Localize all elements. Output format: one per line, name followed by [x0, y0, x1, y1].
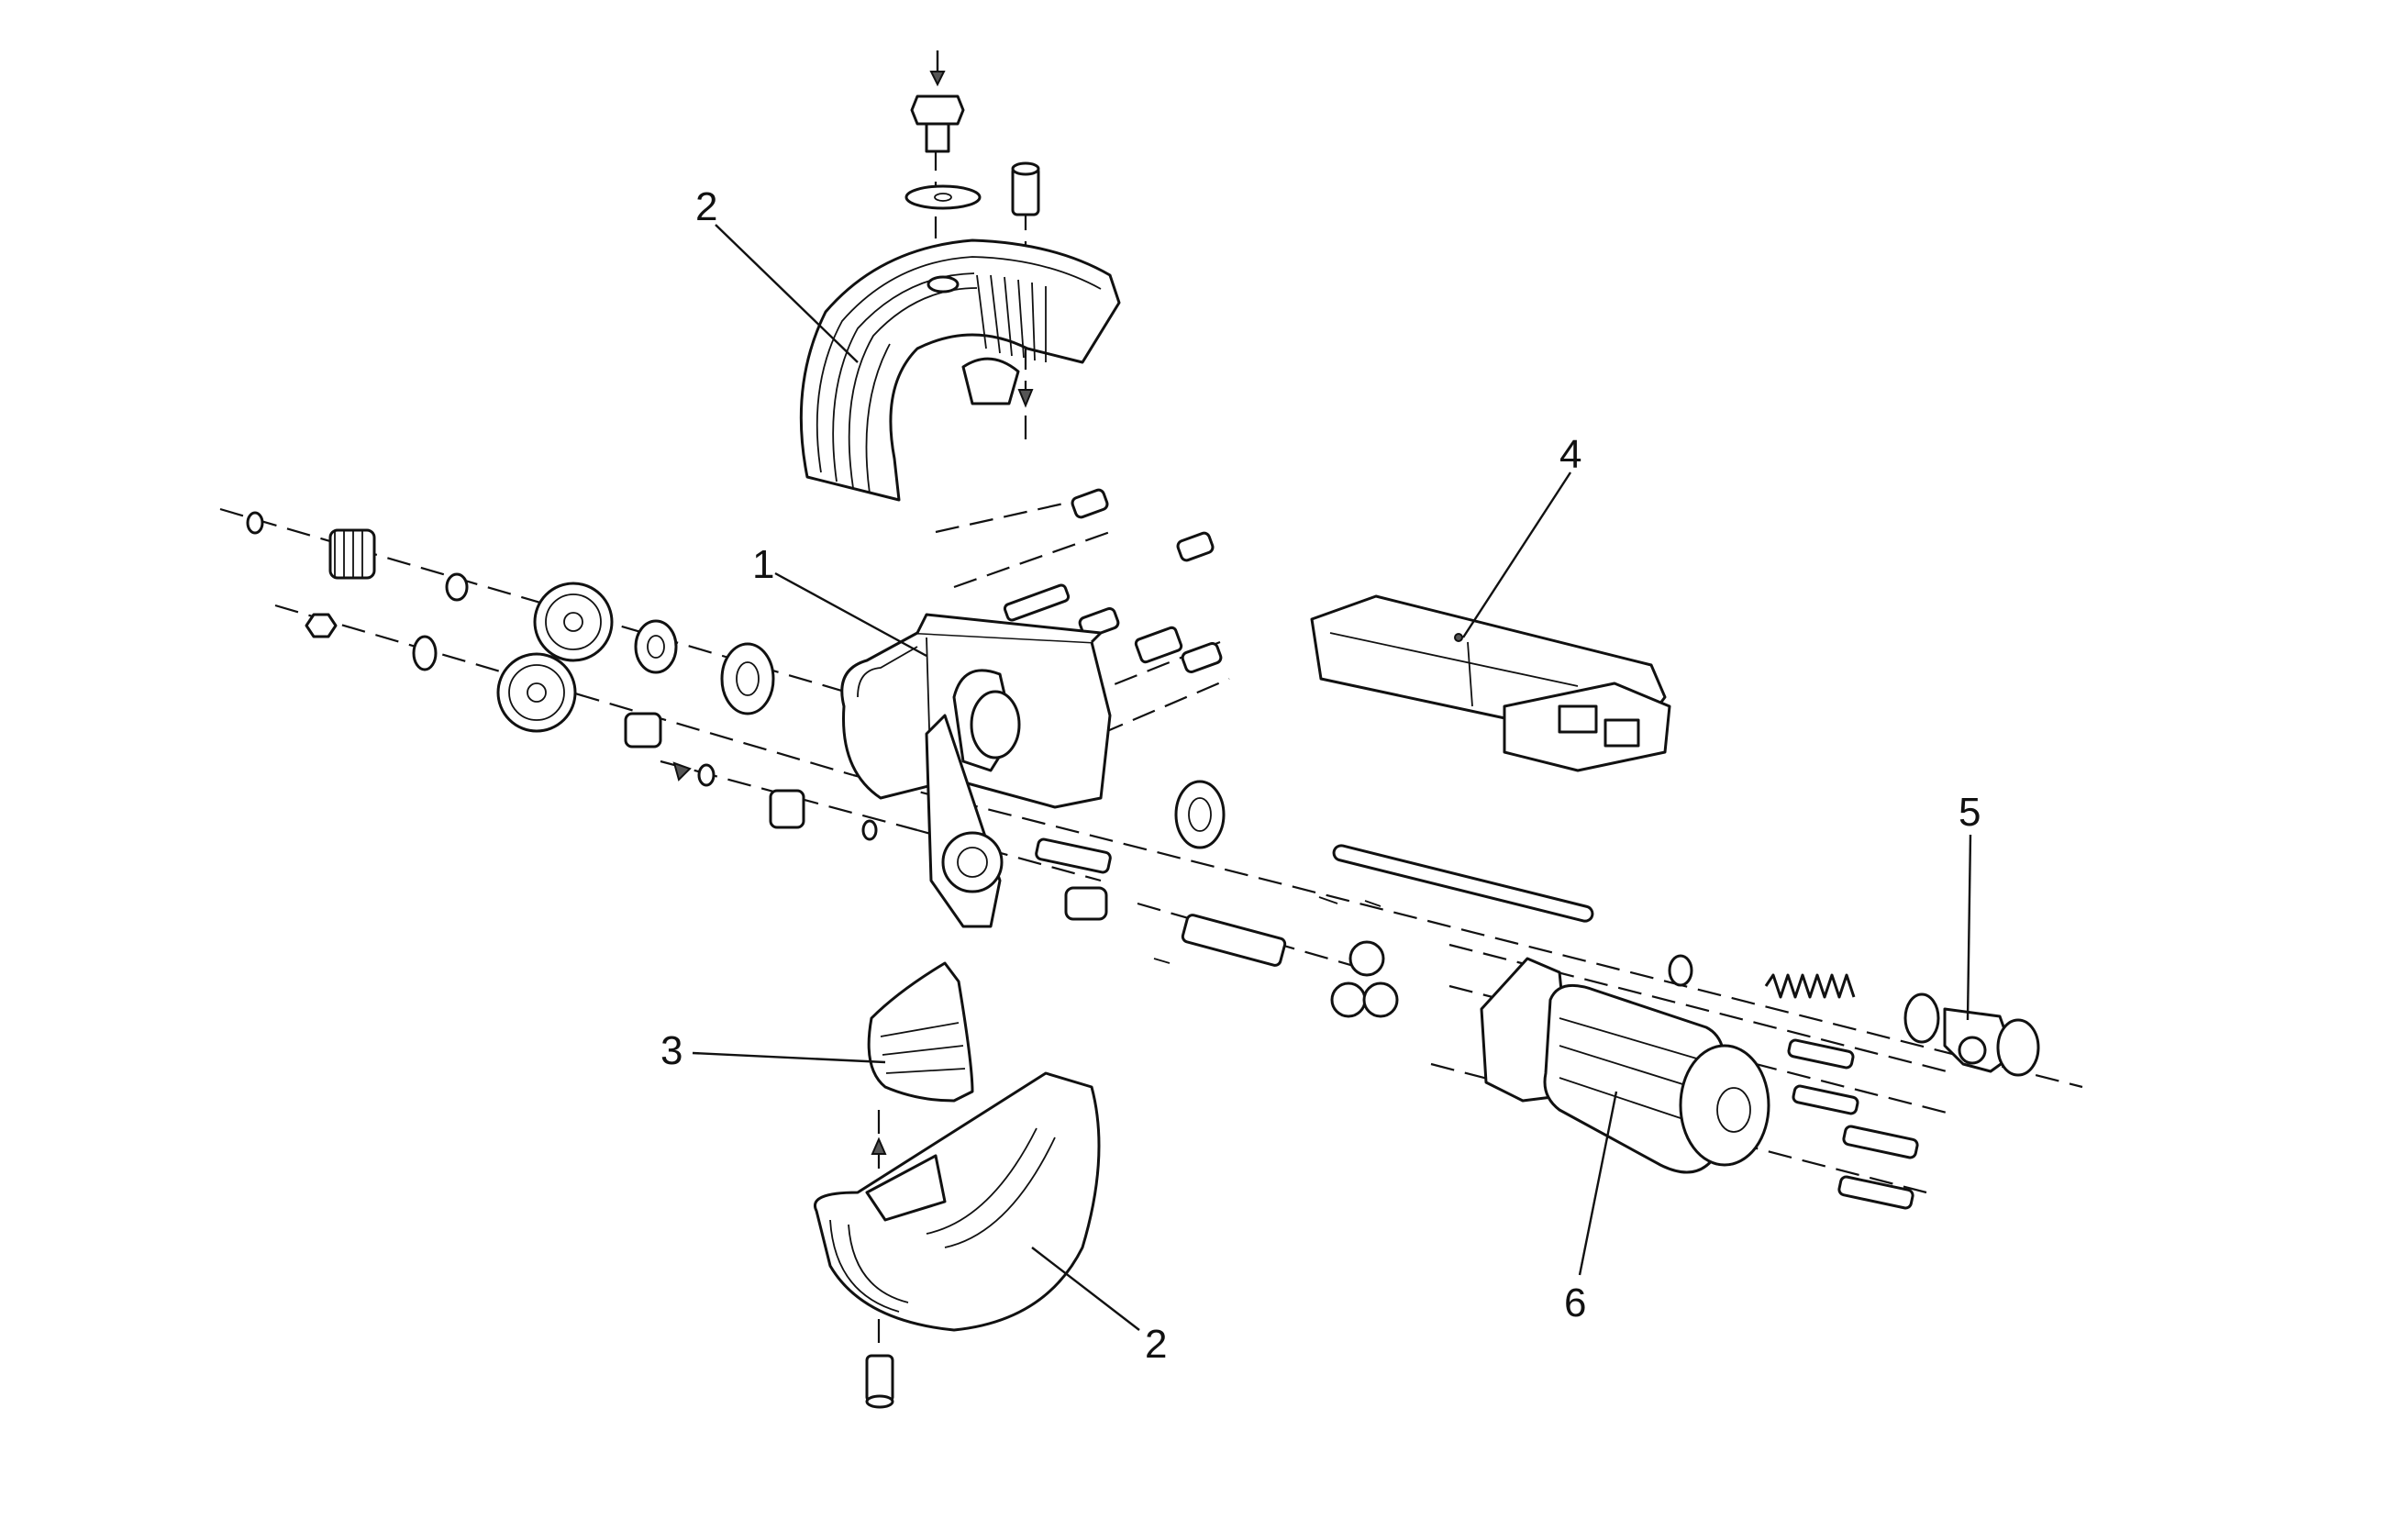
- callout-2-lower: 2: [1145, 1322, 1167, 1367]
- part-2-upper-shell: [799, 238, 1121, 502]
- callout-6: 6: [1564, 1281, 1586, 1325]
- callout-labels: 2 4 1 5 3 6 2: [660, 184, 1981, 1367]
- circlip-3: [697, 763, 716, 787]
- drive-gear-train: [246, 511, 878, 841]
- washer: [904, 184, 982, 210]
- circlip-4: [861, 819, 878, 841]
- callout-2-upper: 2: [695, 184, 717, 229]
- part-2-lower-shell: [814, 1071, 1101, 1409]
- part-3-liner: [867, 961, 974, 1103]
- coupling-bearing: [1903, 992, 1940, 1044]
- part-5-coupling: [1903, 992, 2040, 1077]
- part-1-gear-housing: [840, 613, 1112, 928]
- bushing-1: [634, 619, 678, 674]
- pinion-gear-2: [769, 789, 805, 829]
- middle-axle-parts: [1153, 780, 1856, 1018]
- part-6-motor: [1480, 957, 1919, 1210]
- hex-bolt-head: [910, 94, 965, 126]
- circlip-5: [1668, 954, 1693, 987]
- callout-leaders: [692, 224, 1972, 1331]
- idler-gear-3: [1362, 981, 1399, 1018]
- shift-fork: [1181, 914, 1287, 967]
- coupling-gear: [1996, 1018, 2040, 1077]
- sleeve-1: [624, 712, 662, 748]
- callout-5: 5: [1959, 790, 1981, 835]
- drive-shaft: [1332, 844, 1594, 923]
- callout-1: 1: [752, 542, 774, 587]
- callout-3: 3: [660, 1028, 682, 1073]
- idler-gear-2: [1330, 981, 1367, 1018]
- circlip-1: [246, 511, 264, 535]
- hex-nut-small: [305, 613, 338, 638]
- idler-gear-1: [1348, 940, 1385, 977]
- assembly-axis-lines: [219, 147, 2083, 1348]
- pinion-gear-1: [328, 528, 376, 580]
- part-4-control-box: [1310, 594, 1671, 772]
- circlip-2: [445, 572, 469, 602]
- flat-washer-small: [412, 635, 438, 671]
- compression-spring: [1764, 973, 1856, 999]
- ball-bearing-2: [1174, 780, 1226, 849]
- ball-bearing-1: [720, 642, 775, 715]
- housing-screws: [1003, 488, 1223, 921]
- callout-4: 4: [1559, 432, 1581, 477]
- top-fasteners: [904, 50, 1040, 408]
